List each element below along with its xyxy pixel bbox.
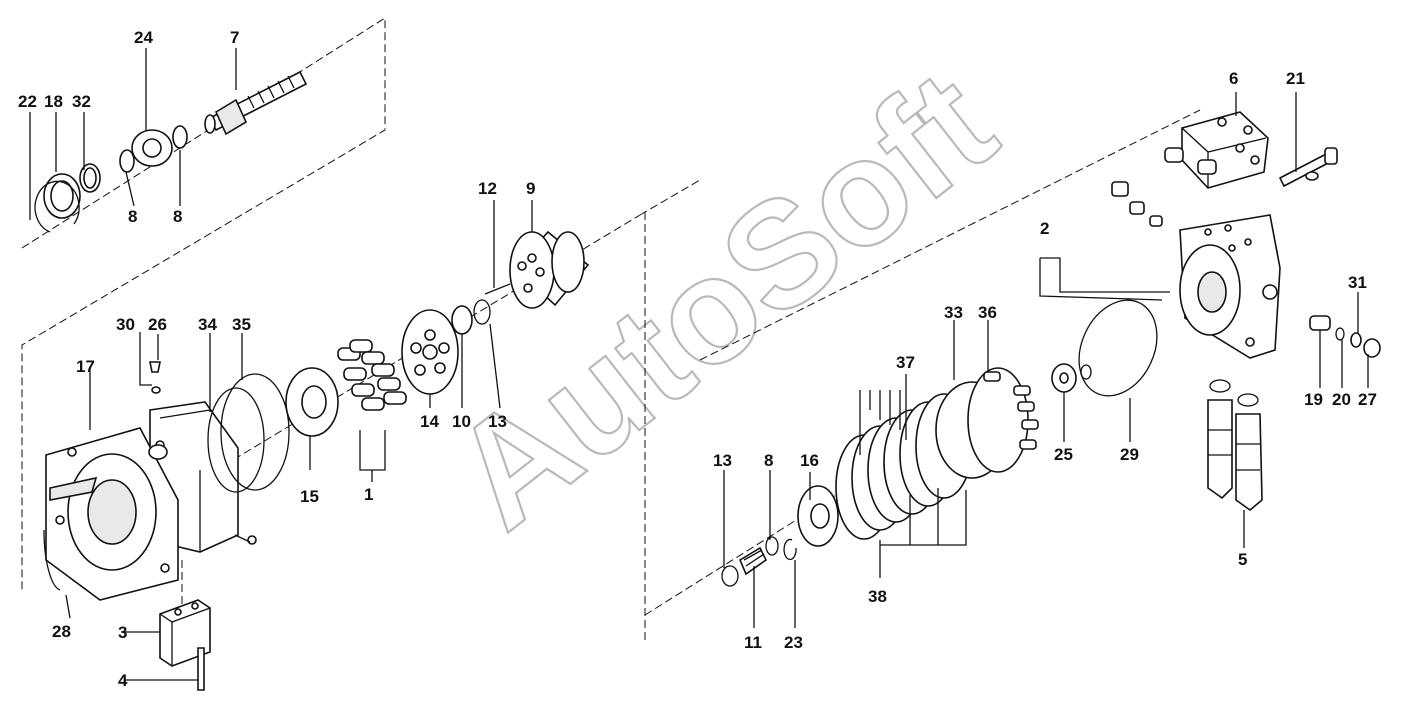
callout-1: 1	[364, 485, 373, 504]
callout-6: 6	[1229, 69, 1238, 88]
callout-9: 9	[526, 179, 535, 198]
callout-28: 28	[52, 622, 71, 641]
cylinder-block	[509, 230, 590, 309]
snap-ring	[721, 565, 739, 587]
callout-21: 21	[1286, 69, 1305, 88]
callout-14: 14	[420, 412, 439, 431]
snap-ring	[783, 538, 797, 561]
callout-30: 30	[116, 315, 135, 334]
callout-5: 5	[1238, 550, 1247, 569]
callout-33: 33	[944, 303, 963, 322]
callout-4: 4	[118, 671, 128, 690]
pin	[484, 283, 511, 295]
callout-8c: 8	[764, 451, 773, 470]
callout-11: 11	[744, 633, 762, 652]
o-ring	[220, 373, 290, 491]
callout-23: 23	[784, 633, 803, 652]
spherical-bushing	[451, 305, 473, 335]
motor-housing	[45, 401, 257, 601]
snap-ring	[172, 125, 188, 149]
callout-24: 24	[134, 28, 153, 47]
brake-piston	[935, 367, 1029, 479]
callout-25: 25	[1054, 445, 1073, 464]
snap-ring	[119, 149, 135, 173]
callout-20: 20	[1332, 390, 1351, 409]
callout-13b: 13	[713, 451, 732, 470]
callout-27: 27	[1358, 390, 1377, 409]
callout-15: 15	[300, 487, 319, 506]
callout-36: 36	[978, 303, 997, 322]
callout-13a: 13	[488, 412, 507, 431]
callout-10: 10	[452, 412, 471, 431]
bolt	[197, 647, 205, 691]
callout-7: 7	[230, 28, 239, 47]
callout-18: 18	[44, 92, 63, 111]
callout-8b: 8	[173, 207, 182, 226]
callout-19: 19	[1304, 390, 1323, 409]
o-ring	[1078, 299, 1158, 397]
callout-17: 17	[76, 357, 95, 376]
callout-29: 29	[1120, 445, 1139, 464]
callout-labels: 1 2 3 4 5 6 7 8 8 8 9 10 11 12 13 13 14 …	[18, 28, 1377, 690]
relief-valves	[1207, 379, 1263, 512]
retaining-ring	[34, 180, 80, 233]
ring	[1350, 332, 1362, 348]
callout-8a: 8	[128, 207, 137, 226]
plug	[149, 361, 161, 373]
callout-32: 32	[72, 92, 91, 111]
callout-3: 3	[118, 623, 127, 642]
callout-12: 12	[478, 179, 497, 198]
valve-casing	[1179, 214, 1281, 359]
callout-22: 22	[18, 92, 37, 111]
o-ring	[43, 529, 61, 591]
callout-34: 34	[198, 315, 217, 334]
callout-16: 16	[800, 451, 819, 470]
callout-2: 2	[1040, 219, 1049, 238]
leader-lines	[29, 48, 1369, 681]
spring-ring	[473, 299, 491, 325]
callout-35: 35	[232, 315, 251, 334]
o-ring	[207, 387, 265, 493]
callout-26: 26	[148, 315, 167, 334]
plug	[1363, 338, 1381, 358]
callout-37: 37	[896, 353, 915, 372]
counterbalance-valve	[1164, 111, 1269, 189]
drive-shaft-group	[34, 70, 308, 233]
callout-31: 31	[1348, 273, 1367, 292]
callout-38: 38	[868, 587, 887, 606]
check-valve	[1309, 315, 1331, 331]
ring	[765, 536, 779, 556]
piston-assembly	[337, 339, 407, 411]
plug	[1111, 181, 1129, 197]
brake-springs	[983, 371, 1039, 450]
o-ring	[1335, 327, 1345, 341]
